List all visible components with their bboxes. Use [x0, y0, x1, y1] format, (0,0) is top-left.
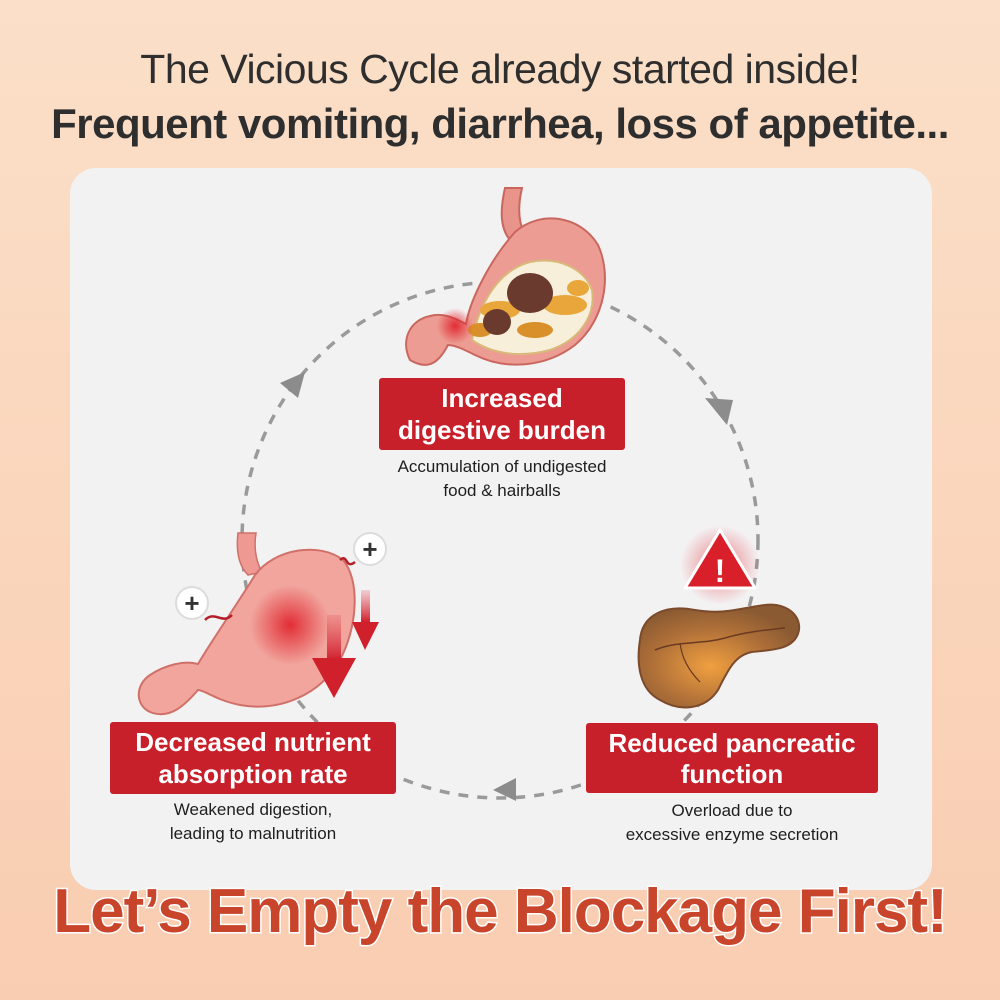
- stage-2-title: Reduced pancreatic function: [586, 723, 878, 793]
- svg-text:leading to malnutrition: leading to malnutrition: [170, 824, 336, 843]
- cycle-arrow-left: [280, 372, 305, 398]
- pancreas-icon: [637, 603, 801, 709]
- svg-text:function: function: [681, 759, 784, 789]
- cycle-ring: [240, 280, 760, 800]
- plus-badge-icon: +: [353, 532, 387, 566]
- header: The Vicious Cycle already started inside…: [0, 42, 1000, 152]
- plus-badge-icon: +: [175, 586, 209, 620]
- cycle-arrow-top-right: [705, 398, 733, 425]
- svg-text:Increased: Increased: [441, 383, 562, 413]
- svg-text:absorption rate: absorption rate: [158, 759, 347, 789]
- svg-text:Accumulation of undigested: Accumulation of undigested: [398, 457, 607, 476]
- inflamed-stomach-icon: [137, 532, 356, 716]
- warning-triangle-icon: !: [680, 525, 760, 605]
- down-arrow-icon: [312, 615, 356, 698]
- svg-text:+: +: [362, 534, 377, 564]
- stage-3-caption: Weakened digestion, leading to malnutrit…: [170, 800, 336, 843]
- header-line-1: The Vicious Cycle already started inside…: [140, 46, 860, 92]
- stage-1-caption: Accumulation of undigested food & hairba…: [398, 457, 607, 500]
- stage-1-title: Increased digestive burden: [379, 378, 625, 450]
- stomach-with-hairballs-icon: [405, 187, 606, 366]
- svg-text:digestive burden: digestive burden: [398, 415, 606, 445]
- header-line-2: Frequent vomiting, diarrhea, loss of app…: [51, 100, 949, 147]
- svg-text:food & hairballs: food & hairballs: [443, 481, 560, 500]
- svg-text:!: !: [715, 553, 726, 589]
- svg-text:excessive enzyme secretion: excessive enzyme secretion: [626, 825, 839, 844]
- svg-text:Reduced pancreatic: Reduced pancreatic: [608, 728, 855, 758]
- stage-2-caption: Overload due to excessive enzyme secreti…: [626, 801, 839, 844]
- cycle-arrow-bottom: [493, 778, 516, 801]
- stage-3-title: Decreased nutrient absorption rate: [110, 722, 396, 794]
- footer-slogan: Let’s Empty the Blockage First!: [52, 876, 949, 948]
- svg-text:+: +: [184, 588, 199, 618]
- svg-text:Decreased nutrient: Decreased nutrient: [135, 727, 371, 757]
- svg-text:Overload due to: Overload due to: [672, 801, 793, 820]
- svg-text:Weakened digestion,: Weakened digestion,: [174, 800, 332, 819]
- down-arrow-icon: [352, 590, 379, 650]
